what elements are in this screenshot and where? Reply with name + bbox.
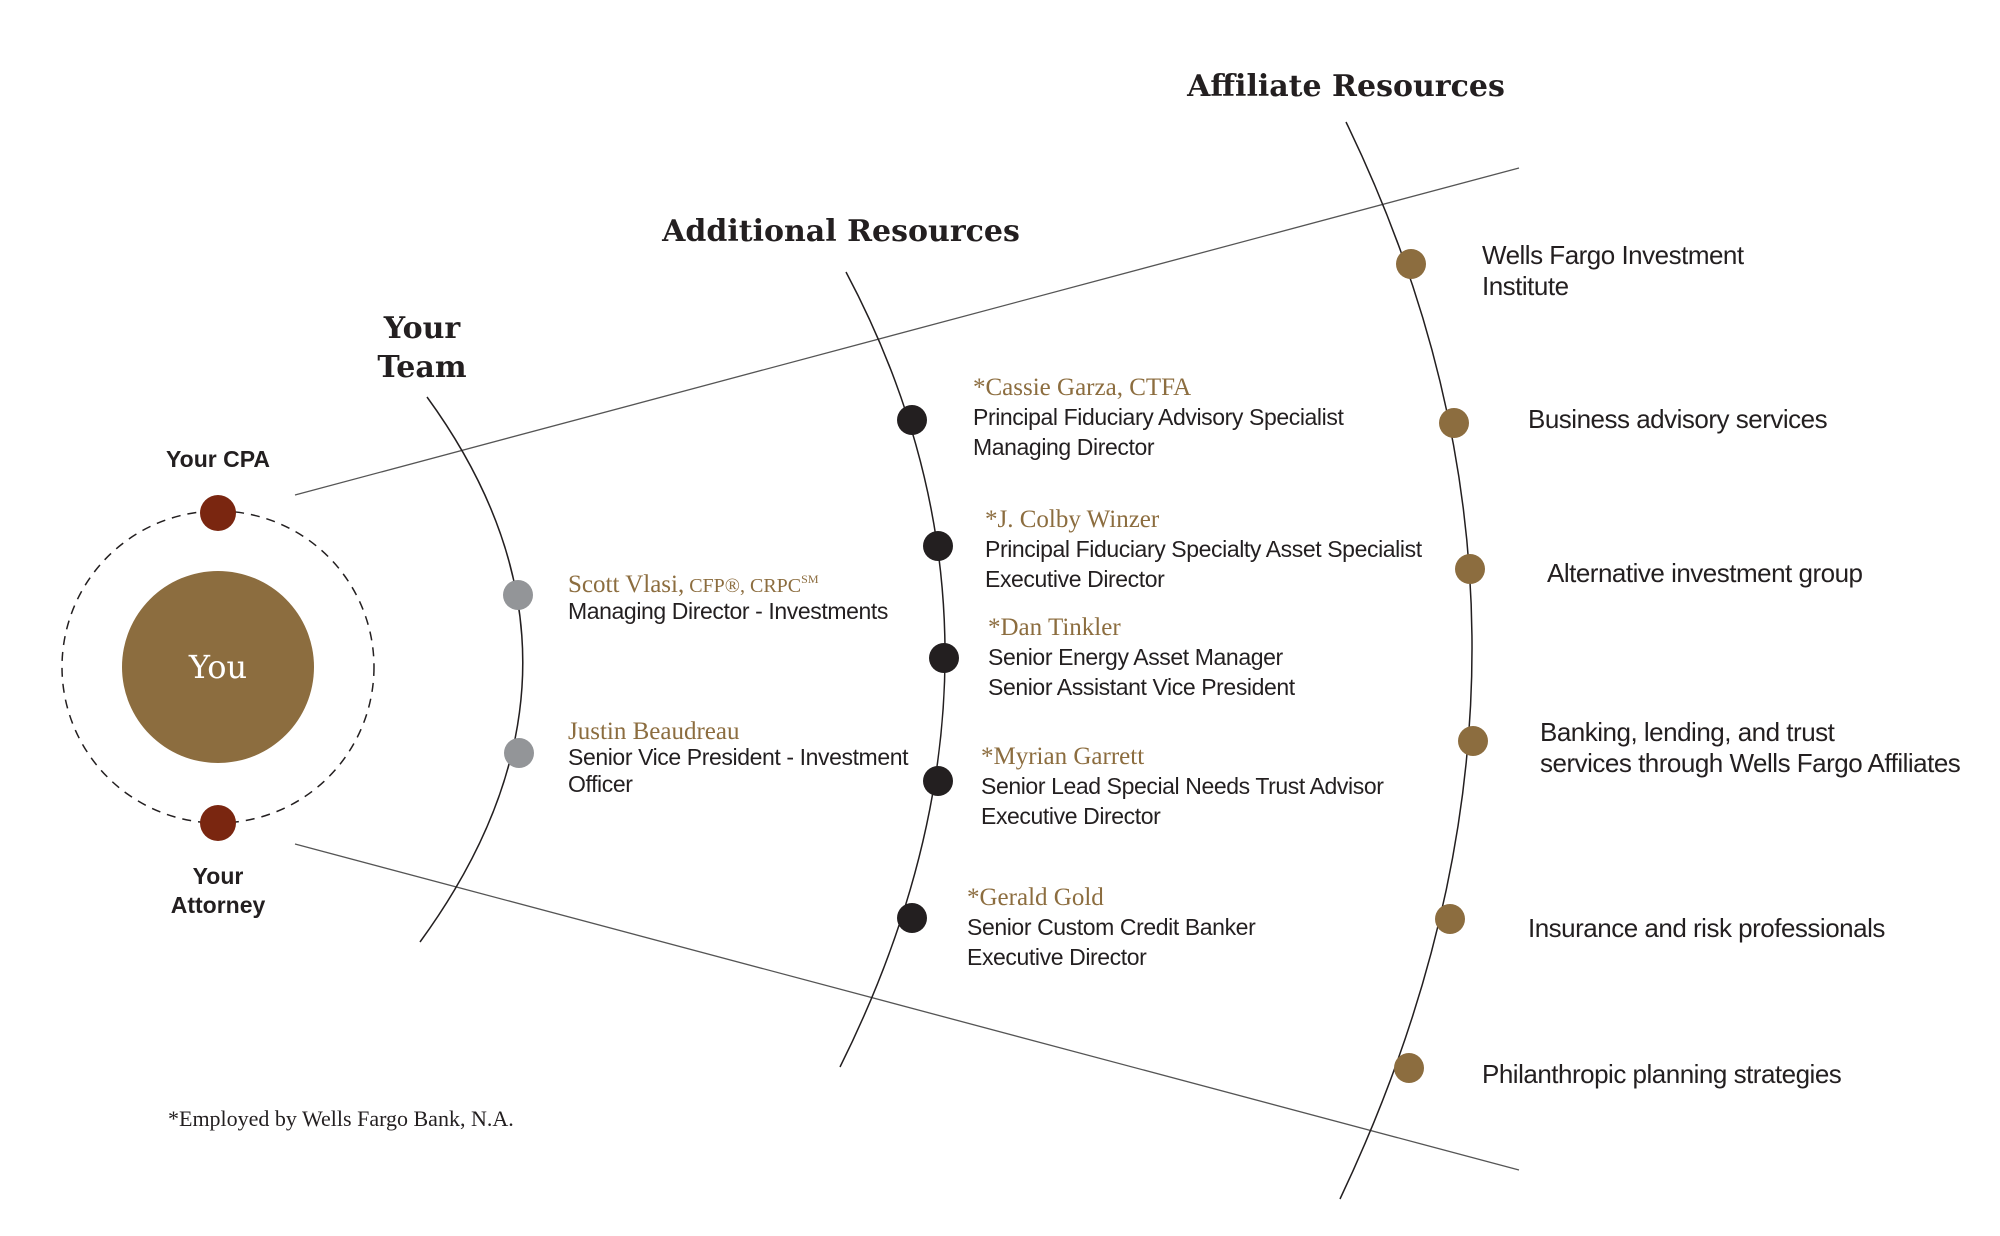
cpa-dot [200,495,236,531]
additional-member-name: *Dan Tinkler [988,614,1121,641]
team-dot [504,738,534,768]
team-arc [419,396,524,943]
affiliate-dot [1458,726,1488,756]
affiliate-item-label: Alternative investment group [1547,558,1863,588]
footnote: *Employed by Wells Fargo Bank, N.A. [168,1106,514,1131]
team-member-title: Managing Director - Investments [568,598,888,624]
affiliate-dot [1396,249,1426,279]
affiliate-dot [1439,408,1469,438]
additional-dot [929,643,959,673]
affiliate-dot [1435,904,1465,934]
team-title-2: Team [377,350,466,385]
additional-member-title: Principal Fiduciary Advisory Specialist [973,404,1344,430]
affiliate-arc [1339,121,1473,1200]
team-member-name: Justin Beaudreau [568,718,740,745]
additional-member-title: Managing Director [973,434,1155,460]
affiliate-item-label: Insurance and risk professionals [1528,913,1885,943]
attorney-dot [200,805,236,841]
additional-arc [839,271,946,1068]
additional-member-name: *Cassie Garza, CTFA [973,374,1191,401]
affiliate-item-label: Philanthropic planning strategies [1482,1059,1842,1089]
additional-member-name: *J. Colby Winzer [985,506,1160,533]
funnel-top-line [294,167,1520,496]
team-member-name: Scott Vlasi, CFP®, CRPCSM [568,571,819,598]
you-circle [122,571,314,763]
affiliate-item-label: Business advisory services [1528,404,1828,434]
attorney-label-2: Attorney [171,892,266,918]
additional-dot [897,405,927,435]
affiliate-item-label: Wells Fargo Investment [1482,240,1745,270]
additional-member-title: Senior Energy Asset Manager [988,644,1283,670]
additional-dot [923,531,953,561]
additional-dot [923,766,953,796]
cpa-label: Your CPA [166,446,270,472]
affiliate-item-label: Institute [1482,271,1569,301]
team-member-title: Senior Vice President - Investment [568,744,909,770]
additional-dot [897,903,927,933]
additional-member-title: Executive Director [981,803,1161,829]
additional-member-name: *Myrian Garrett [981,743,1144,770]
affiliate-item-label: Banking, lending, and trust [1540,717,1836,747]
additional-member-title: Senior Lead Special Needs Trust Advisor [981,773,1384,799]
affiliate-title: Affiliate Resources [1186,69,1505,104]
team-dot [503,580,533,610]
additional-member-title: Senior Custom Credit Banker [967,914,1256,940]
affiliate-dot [1394,1053,1424,1083]
affiliate-item-label: services through Wells Fargo Affiliates [1540,748,1961,778]
affiliate-dot [1455,554,1485,584]
funnel-bottom-line [294,843,1520,1171]
you-label: You [188,648,247,686]
additional-member-title: Executive Director [985,566,1165,592]
additional-member-title: Executive Director [967,944,1147,970]
additional-member-title: Principal Fiduciary Specialty Asset Spec… [985,536,1423,562]
additional-member-name: *Gerald Gold [967,884,1104,911]
team-title-1: Your [383,311,462,346]
additional-member-title: Senior Assistant Vice President [988,674,1296,700]
additional-title: Additional Resources [661,214,1020,249]
team-member-title: Officer [568,771,633,797]
attorney-label-1: Your [193,863,244,889]
